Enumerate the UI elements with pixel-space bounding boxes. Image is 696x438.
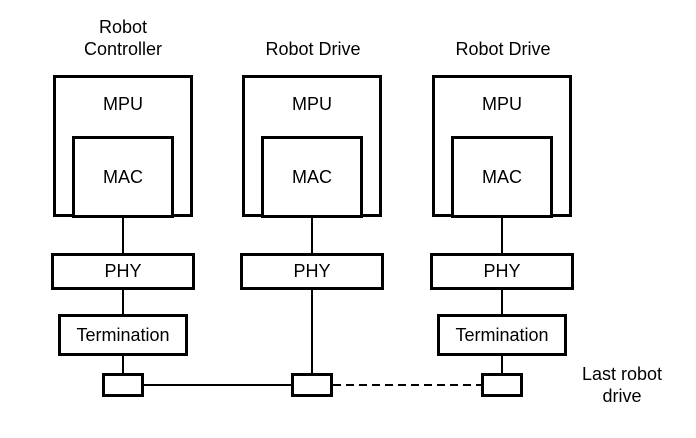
node-title-robot-drive-1: Robot Drive xyxy=(223,38,403,60)
node-title-line: Robot Drive xyxy=(265,39,361,59)
annotation-last-robot-drive: Last robot drive xyxy=(552,363,692,407)
node-title-robot-controller: Robot Controller xyxy=(33,16,213,60)
termination-label: Termination xyxy=(455,324,549,345)
termination-box-controller: Termination xyxy=(58,314,188,356)
annotation-line: Last robot xyxy=(581,364,663,384)
node-title-line: Robot Drive xyxy=(455,39,551,59)
mpu-label: MPU xyxy=(103,94,143,114)
connector-termination-bus-1 xyxy=(122,356,124,373)
bus-segment-solid xyxy=(144,384,291,386)
mac-label: MAC xyxy=(482,166,522,187)
mac-box-controller: MAC xyxy=(72,136,174,218)
connector-phy-termination-3 xyxy=(501,290,503,314)
connector-phy-termination-1 xyxy=(122,290,124,314)
node-title-line: Robot xyxy=(98,17,148,37)
annotation-line: drive xyxy=(602,386,642,406)
bus-segment-dashed xyxy=(333,384,481,386)
phy-label: PHY xyxy=(483,261,521,281)
mac-box-drive-2: MAC xyxy=(451,136,553,218)
connector-mac-phy-3 xyxy=(501,217,503,253)
mpu-label: MPU xyxy=(292,94,332,114)
phy-box-drive-1: PHY xyxy=(240,253,384,290)
node-title-robot-drive-2: Robot Drive xyxy=(413,38,593,60)
termination-box-drive-2: Termination xyxy=(437,314,567,356)
connector-mac-phy-2 xyxy=(311,217,313,253)
termination-label: Termination xyxy=(76,324,170,345)
mac-box-drive-1: MAC xyxy=(261,136,363,218)
bus-node-2 xyxy=(291,373,333,397)
connector-phy-bus-2 xyxy=(311,290,313,373)
mpu-label: MPU xyxy=(482,94,522,114)
phy-box-drive-2: PHY xyxy=(430,253,574,290)
mac-label: MAC xyxy=(292,166,332,187)
phy-box-controller: PHY xyxy=(51,253,195,290)
connector-mac-phy-1 xyxy=(122,217,124,253)
phy-label: PHY xyxy=(104,261,142,281)
bus-node-1 xyxy=(102,373,144,397)
node-title-line: Controller xyxy=(83,39,163,59)
mac-label: MAC xyxy=(103,166,143,187)
phy-label: PHY xyxy=(293,261,331,281)
connector-termination-bus-3 xyxy=(501,356,503,373)
bus-node-3 xyxy=(481,373,523,397)
